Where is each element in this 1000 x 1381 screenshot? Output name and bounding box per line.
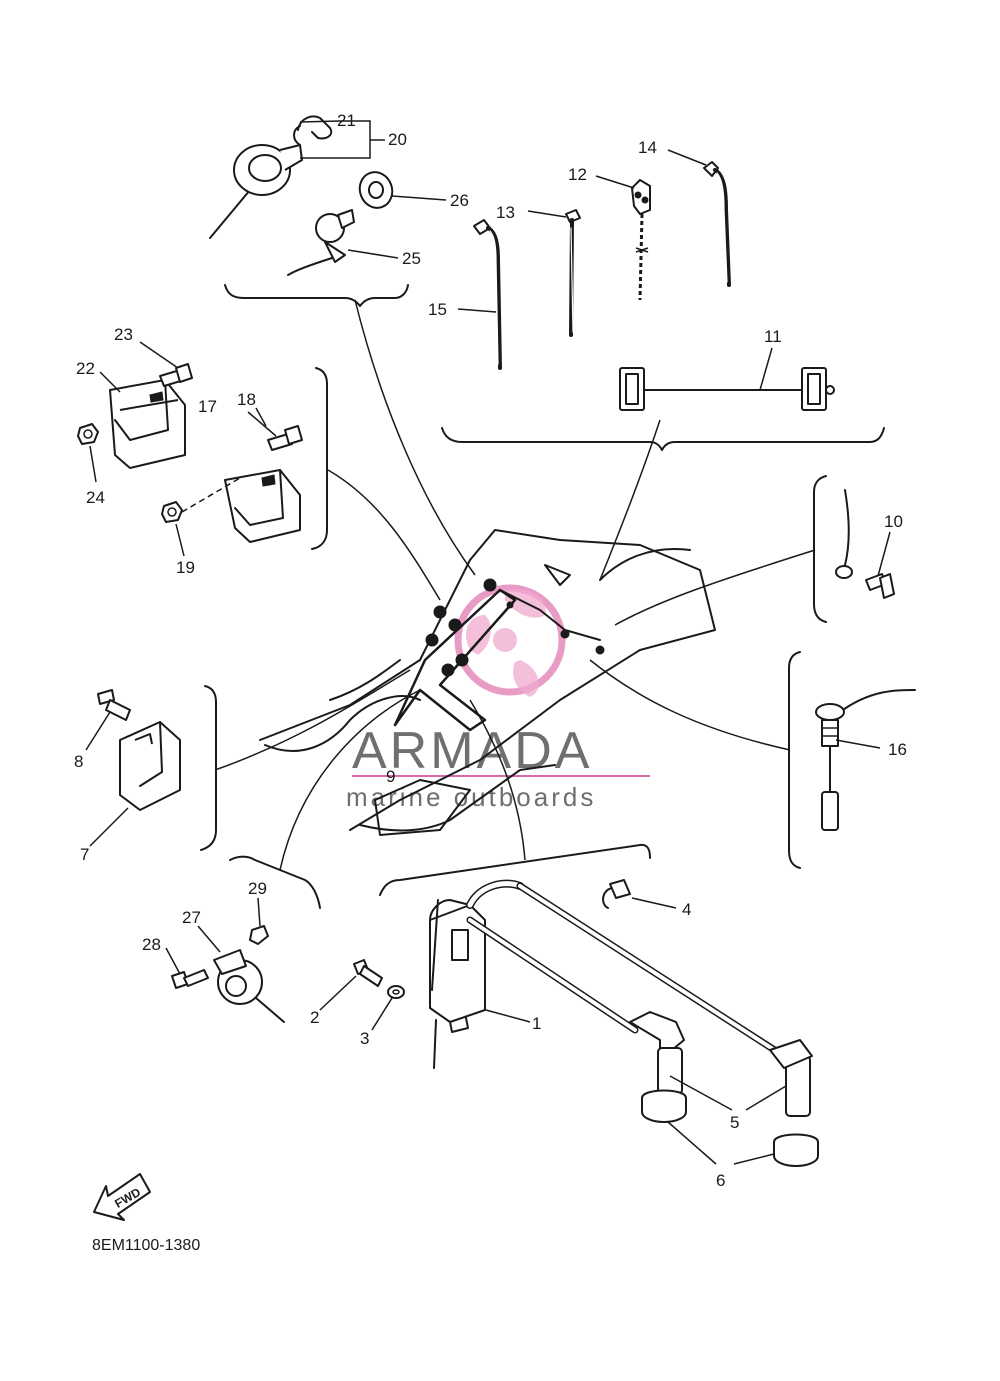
callout-19: 19: [176, 558, 195, 577]
leader-7: [89, 807, 129, 847]
leader-6a: [667, 1121, 717, 1165]
leader-22: [99, 371, 121, 393]
leader-11: [759, 347, 773, 391]
leader-13: [527, 210, 567, 218]
watermark-brand: ARMADA: [352, 722, 592, 780]
lead-part-10: [835, 489, 895, 599]
leader-17: [247, 411, 277, 437]
unit-part-17: [224, 469, 301, 543]
callout-18: 18: [237, 390, 256, 409]
leader-5b: [745, 1085, 787, 1111]
band-part-14: [703, 161, 731, 287]
leader-19-dash: [181, 477, 241, 513]
bolt-part-8: [97, 689, 131, 721]
callout-3: 3: [360, 1029, 369, 1048]
band-part-15: [473, 219, 502, 370]
leader-16: [835, 739, 881, 749]
ignition-coil-part-1: [429, 899, 486, 1069]
watermark-logo: [454, 584, 566, 697]
callout-24: 24: [86, 488, 105, 507]
callout-16: 16: [888, 740, 907, 759]
nut-part-19: [161, 501, 183, 523]
diagram-code: 8EM1100-1380: [92, 1237, 200, 1254]
callout-22: 22: [76, 359, 95, 378]
cdi-part-7: [119, 721, 181, 811]
ring-part-26: [358, 171, 394, 209]
leader-15: [457, 308, 497, 313]
main-switch-part: [209, 115, 333, 239]
washer-part-3: [387, 985, 405, 999]
leader-5a: [669, 1075, 733, 1111]
callout-28: 28: [142, 935, 161, 954]
sensor-part-16: [815, 689, 916, 831]
callout-7: 7: [80, 845, 89, 864]
callout-13: 13: [496, 203, 515, 222]
leader-10: [877, 531, 891, 577]
leader-24: [89, 445, 97, 483]
bolt-part-23: [159, 363, 193, 387]
callout-14: 14: [638, 138, 657, 157]
stop-switch-part-25: [287, 209, 355, 276]
cap-part-6: [641, 1089, 819, 1167]
bolt-part-2: [353, 959, 383, 987]
callout-1: 1: [532, 1014, 541, 1033]
leader-3: [371, 997, 393, 1031]
leader-27: [197, 925, 221, 953]
leader-lines: [214, 299, 816, 871]
group-brackets: [200, 284, 885, 909]
callout-11: 11: [764, 327, 782, 346]
leader-19: [175, 523, 185, 557]
nut-part-24: [77, 423, 99, 445]
callout-20: 20: [388, 130, 407, 149]
leader-4: [631, 897, 677, 909]
callout-21: 21: [337, 111, 356, 130]
callout-12: 12: [568, 165, 587, 184]
leader-28: [165, 947, 181, 975]
bolt-part-28: [171, 969, 209, 989]
clamp-part-12: [631, 179, 651, 301]
wire-harness: [393, 578, 605, 732]
fwd-arrow-icon: FWD: [93, 1173, 151, 1221]
leader-8: [85, 711, 111, 751]
cord-part-11: [619, 367, 835, 411]
callout-9: 9: [386, 767, 395, 786]
unit-part-22: [109, 379, 186, 469]
leader-14: [667, 149, 707, 166]
collar-part-29: [249, 925, 269, 945]
callout-4: 4: [682, 900, 691, 919]
callout-23: 23: [114, 325, 133, 344]
callout-26: 26: [450, 191, 469, 210]
leader-20-21: [299, 120, 385, 159]
leader-25: [347, 249, 399, 259]
leader-1: [485, 1009, 531, 1023]
callout-2: 2: [310, 1008, 319, 1027]
leader-6b: [733, 1153, 775, 1165]
callout-6: 6: [716, 1171, 725, 1190]
leader-18: [255, 407, 267, 427]
bolt-part-18: [267, 425, 303, 451]
callout-8: 8: [74, 752, 83, 771]
callout-5: 5: [730, 1113, 739, 1132]
leader-2: [319, 975, 357, 1011]
hightension-leads: [466, 879, 794, 1064]
clip-part-4: [602, 879, 631, 909]
callout-29: 29: [248, 879, 267, 898]
leader-23: [139, 341, 179, 369]
leader-29: [257, 897, 261, 927]
band-part-13: [565, 209, 581, 337]
callout-15: 15: [428, 300, 447, 319]
callout-27: 27: [182, 908, 201, 927]
pulser-part-27: [213, 949, 285, 1023]
callout-17: 17: [198, 397, 217, 416]
callout-10: 10: [884, 512, 903, 531]
leader-26: [391, 195, 447, 201]
callout-25: 25: [402, 249, 421, 268]
leader-12: [595, 175, 635, 189]
